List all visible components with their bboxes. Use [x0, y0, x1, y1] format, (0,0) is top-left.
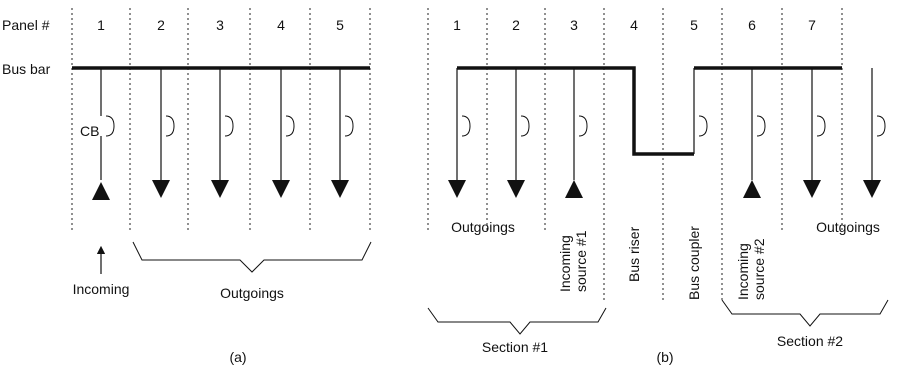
panel-dividers-a	[71, 8, 371, 232]
outgoings-left-label: Outgoings	[451, 219, 515, 235]
caption-a: (a)	[229, 349, 246, 365]
feeder-a3	[211, 68, 234, 198]
feeder-b3	[565, 68, 588, 198]
panel-number-a5: 5	[336, 17, 344, 33]
panel-number-b4: 4	[630, 17, 638, 33]
section-2-label: Section #2	[777, 333, 843, 349]
outgoings-right-label: Outgoings	[816, 219, 880, 235]
outgoing-triangle	[448, 180, 466, 198]
outgoing-triangle	[152, 180, 170, 198]
incoming-source-2-label-line1: Incoming	[735, 243, 751, 300]
panel-number-b3: 3	[570, 17, 578, 33]
outgoing-triangle	[272, 180, 290, 198]
panel-number-b6: 6	[748, 17, 756, 33]
feeder-b6	[743, 68, 766, 198]
bus-riser-label: Bus riser	[626, 226, 642, 282]
bus-coupler-label: Bus coupler	[686, 226, 702, 300]
feeder-b2	[507, 68, 530, 198]
outgoings-label-a: Outgoings	[220, 285, 284, 301]
cb-label: CB	[80, 123, 99, 139]
outgoing-triangle	[863, 180, 881, 198]
feeder-b7	[803, 68, 826, 198]
panel-number-a3: 3	[216, 17, 224, 33]
section-1-brace	[427, 307, 607, 335]
incoming-label: Incoming	[73, 281, 130, 297]
outgoing-triangle	[803, 180, 821, 198]
incoming-source-1-label-line2: source #1	[573, 230, 589, 292]
feeder-a4	[272, 68, 295, 198]
busbar-b	[457, 66, 694, 156]
incoming-source-1-label-line1: Incoming	[557, 235, 573, 292]
incoming-source-2-label-line2: source #2	[751, 238, 767, 300]
incoming-triangle	[565, 180, 583, 198]
feeder-b1	[448, 68, 471, 198]
outgoing-triangle	[331, 180, 349, 198]
diagram-b: 1 2 3 4 5 6 7	[427, 8, 889, 365]
feeder-b8	[863, 68, 886, 198]
panel-number-b2: 2	[512, 17, 520, 33]
section-1-label: Section #1	[482, 339, 548, 355]
incoming-triangle	[92, 182, 110, 200]
busbar-label: Bus bar	[2, 61, 51, 77]
incoming-triangle	[743, 180, 761, 198]
panel-number-a4: 4	[277, 17, 285, 33]
feeder-a1: CB	[80, 68, 115, 200]
outgoing-triangle	[211, 180, 229, 198]
feeder-a5	[331, 68, 354, 198]
panel-label: Panel #	[2, 17, 50, 33]
feeder-a2	[152, 68, 175, 198]
panel-number-b5: 5	[690, 17, 698, 33]
panel-number-a1: 1	[97, 17, 105, 33]
feeder-b5	[693, 68, 708, 154]
diagram-a: Panel # 1 2 3 4 5 Bus bar CB	[2, 8, 372, 365]
panel-number-b1: 1	[453, 17, 461, 33]
circuit-breaker-symbol	[105, 115, 115, 137]
outgoings-brace	[132, 241, 372, 273]
outgoing-triangle	[507, 180, 525, 198]
caption-b: (b)	[656, 349, 673, 365]
panel-number-b7: 7	[808, 17, 816, 33]
section-2-brace	[721, 299, 889, 327]
panel-number-a2: 2	[157, 17, 165, 33]
